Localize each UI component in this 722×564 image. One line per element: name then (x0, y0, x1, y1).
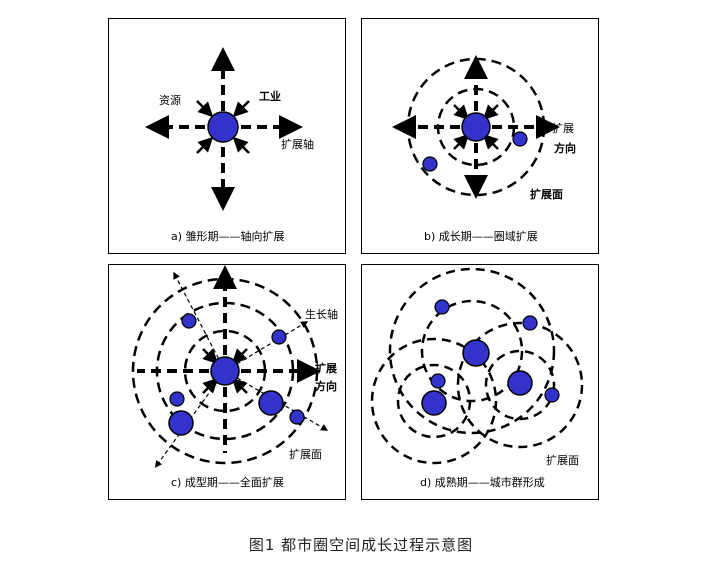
core-node (507, 370, 533, 396)
label-growth-axis: 生长轴 (305, 308, 338, 321)
satellite-node (544, 387, 560, 403)
figure-caption: 图1 都市圈空间成长过程示意图 (248, 536, 474, 554)
label-surface: 扩展面 (289, 448, 322, 461)
panel-d: 扩展面 d) 成熟期——城市群形成 (361, 264, 599, 500)
core-node (421, 390, 447, 416)
label-axis: 扩展轴 (281, 138, 314, 151)
core-node (461, 112, 491, 142)
label-industry: 工业 (259, 90, 281, 103)
panel-b: 扩展 方向 扩展面 b) 成长期——圈域扩展 (361, 18, 599, 254)
panel-b-caption: b) 成长期——圈域扩展 (424, 230, 538, 243)
satellite-node (430, 373, 446, 389)
core-node (210, 356, 240, 386)
overlapping-rings (370, 267, 584, 465)
label-expand: 扩展 (552, 122, 574, 135)
satellite-node (271, 329, 287, 345)
satellite-node (422, 156, 438, 172)
inward-arrows (453, 104, 499, 150)
core-node (207, 111, 239, 143)
panel-d-caption: d) 成熟期——城市群形成 (420, 476, 545, 489)
panel-b-diagram (392, 55, 560, 199)
satellite-node (434, 299, 450, 315)
satellite-node (512, 131, 528, 147)
core-node (462, 339, 490, 367)
satellite-node (169, 391, 185, 407)
panel-c: 生长轴 扩展 方向 扩展面 c) 成型期——全面扩展 (108, 264, 346, 500)
inward-arrows (196, 100, 250, 154)
panel-c-diagram (131, 265, 329, 468)
panel-c-caption: c) 成型期——全面扩展 (171, 476, 284, 489)
main-axes (392, 55, 560, 199)
panel-a: 资源 工业 扩展轴 a) 雏形期——轴向扩展 (108, 18, 346, 254)
inward-arrows (202, 348, 248, 394)
satellite-node (289, 409, 305, 425)
main-axes (137, 265, 321, 453)
main-axes (145, 47, 303, 211)
label-direction: 方向 (554, 142, 576, 155)
label-resource: 资源 (159, 94, 181, 107)
panel-d-diagram (370, 267, 584, 465)
label-surface: 扩展面 (530, 188, 563, 201)
label-direction: 方向 (315, 380, 337, 393)
satellite-node (522, 315, 538, 331)
satellite-node (258, 390, 284, 416)
satellite-node (181, 313, 197, 329)
label-expand: 扩展 (315, 362, 337, 375)
label-surface: 扩展面 (546, 454, 579, 467)
panel-a-caption: a) 雏形期——轴向扩展 (171, 230, 285, 243)
panel-a-diagram (145, 47, 303, 211)
satellite-node (168, 410, 194, 436)
